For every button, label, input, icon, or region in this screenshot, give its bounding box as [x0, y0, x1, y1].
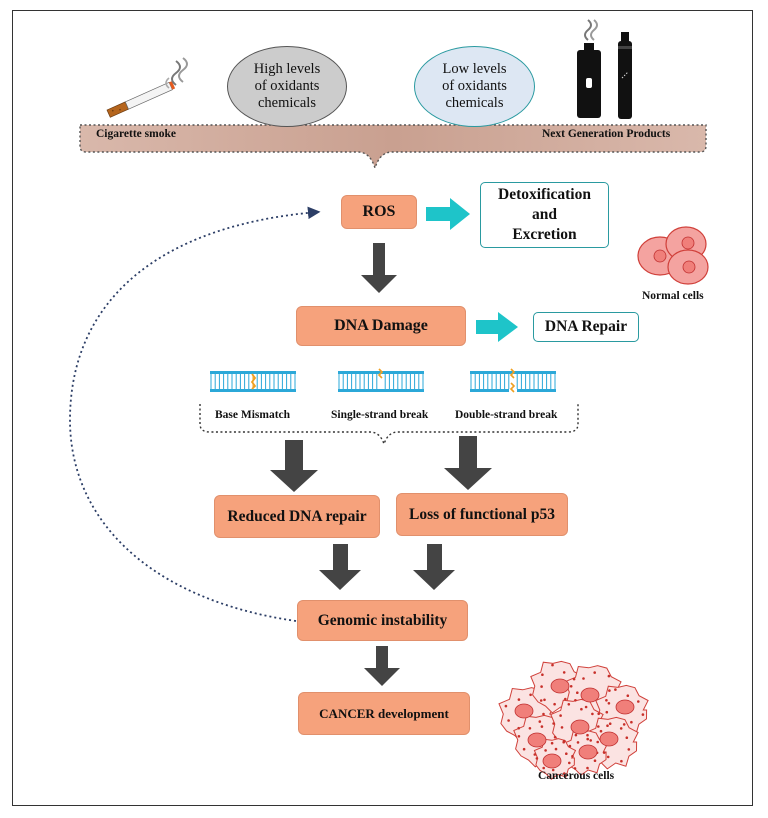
- cigarette-smoke-label: Cigarette smoke: [96, 128, 176, 140]
- base-mismatch-label: Base Mismatch: [215, 409, 291, 421]
- low-oxidants-oval: Low levels of oxidants chemicals: [414, 46, 535, 127]
- genomic-instability-box: Genomic instability: [297, 600, 468, 641]
- cigarette-icon: [106, 57, 188, 118]
- feedback-loop-arrow: [69, 206, 321, 622]
- single-strand-break-label: Single-strand break: [331, 409, 429, 421]
- cancerous-cells-label: Cancerous cells: [538, 770, 615, 782]
- arrow-p53-to-genomic: [413, 544, 455, 590]
- source-bar: [79, 124, 707, 171]
- loss-of-p53-box: Loss of functional p53: [396, 493, 568, 536]
- ros-box: ROS: [341, 195, 417, 229]
- e-cigarette-icon: [577, 19, 632, 119]
- teal-arrow-ros-detox: [426, 198, 470, 230]
- arrow-genomic-to-cancer: [364, 646, 400, 686]
- high-oxidants-oval: High levels of oxidants chemicals: [227, 46, 347, 127]
- next-generation-products-label: Next Generation Products: [542, 128, 671, 140]
- damage-brace: [199, 404, 579, 447]
- dna-strand-icon: [210, 371, 296, 392]
- normal-cells-icon: [637, 226, 709, 285]
- dna-strand-icon: [470, 368, 556, 393]
- reduced-dna-repair-box: Reduced DNA repair: [214, 495, 380, 538]
- arrow-to-p53: [444, 436, 492, 490]
- high-oxidants-text: High levels of oxidants chemicals: [253, 61, 321, 111]
- figure-frame: [12, 10, 753, 806]
- teal-arrow-damage-repair: [476, 312, 518, 342]
- arrow-ros-to-damage: [361, 243, 397, 293]
- cancer-development-box: CANCER development: [298, 692, 470, 735]
- cancer-cells-icon: [498, 660, 649, 780]
- normal-cells-label: Normal cells: [642, 290, 704, 302]
- detoxification-box: Detoxification and Excretion: [480, 182, 609, 248]
- dna-repair-box: DNA Repair: [533, 312, 639, 342]
- low-oxidants-text: Low levels of oxidants chemicals: [442, 61, 507, 111]
- dna-strand-icon: [338, 368, 424, 392]
- double-strand-break-label: Double-strand break: [455, 409, 558, 421]
- arrow-reduced-to-genomic: [319, 544, 361, 590]
- dna-damage-box: DNA Damage: [296, 306, 466, 346]
- arrow-to-reduced-repair: [270, 440, 318, 492]
